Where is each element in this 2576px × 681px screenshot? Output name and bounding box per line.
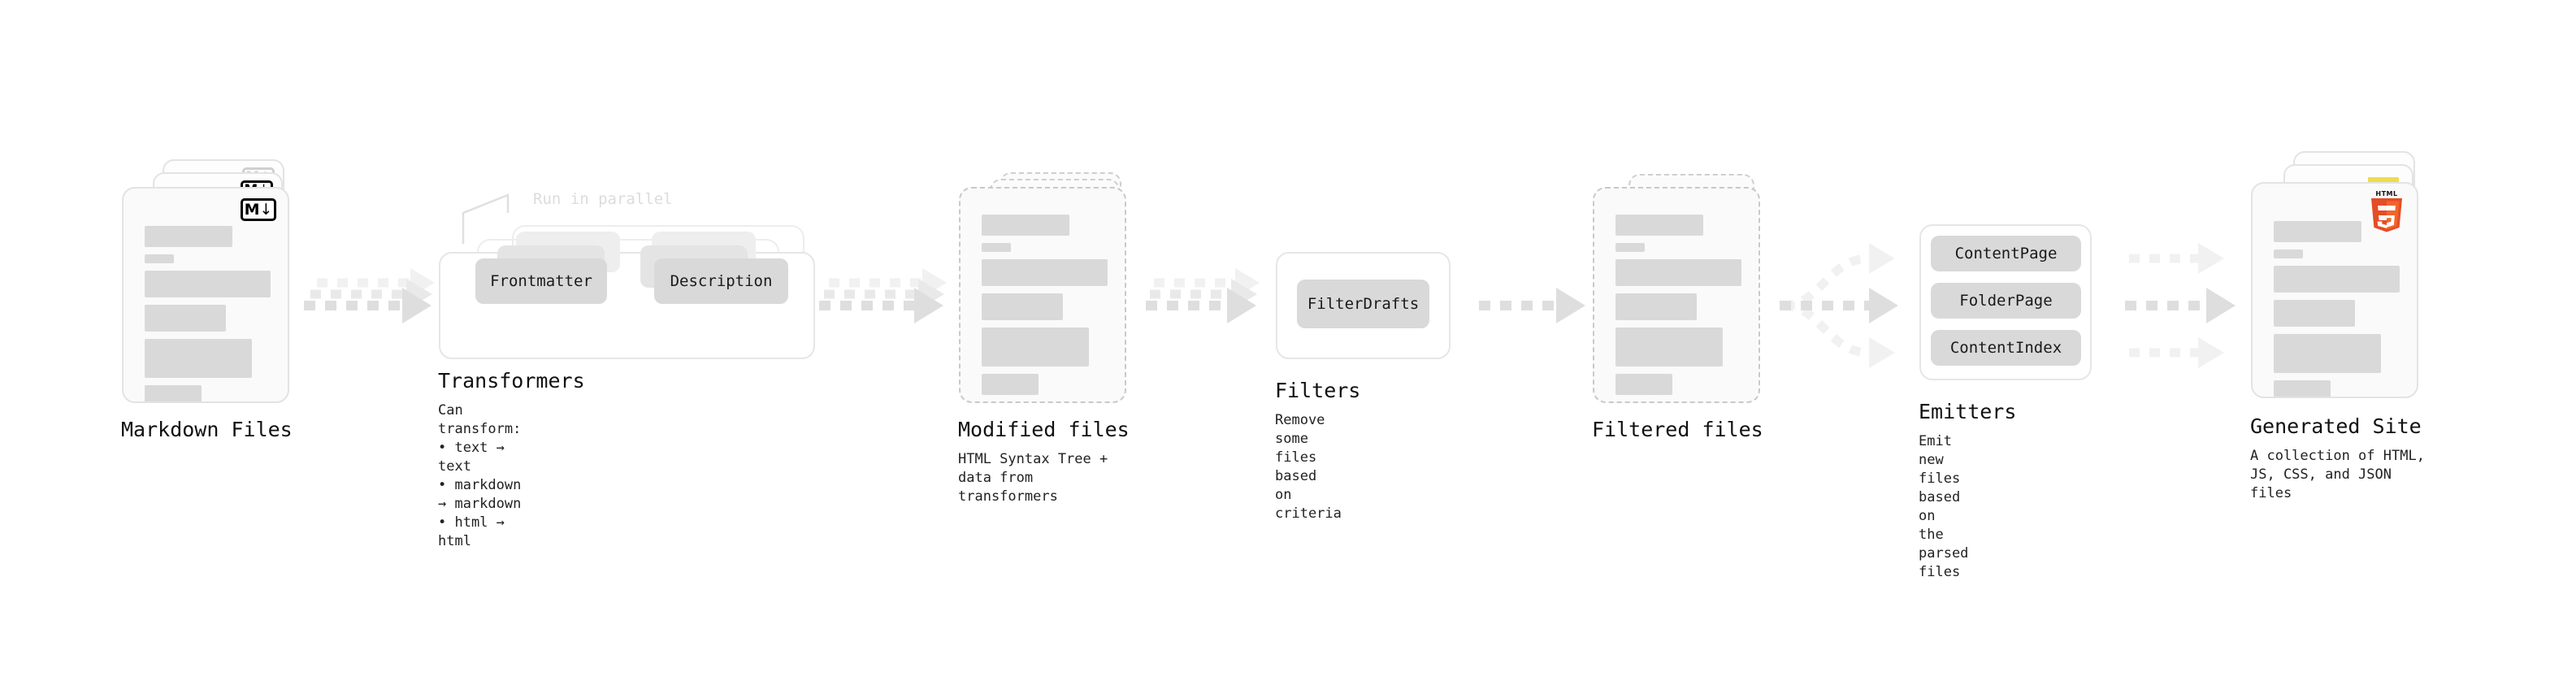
markdown-card-stack: M ↓ M ↓ M ↓ <box>122 159 293 403</box>
card-content-bars <box>145 226 271 401</box>
transformer-pill-description[interactable]: Description <box>654 258 788 304</box>
emitter-pill-contentindex[interactable]: ContentIndex <box>1931 330 2081 366</box>
stage-generated-site: CSS HTML <box>2250 151 2426 501</box>
markdown-card: M ↓ <box>122 187 289 403</box>
stage-subtitle: Can transform: • text → text • markdown … <box>438 402 522 549</box>
stage-title: Transformers <box>438 369 585 393</box>
card-content-bars <box>1615 215 1741 401</box>
connector-emitters-to-site <box>2125 243 2236 368</box>
stage-markdown-files: M ↓ M ↓ M ↓ <box>121 159 293 441</box>
site-card: HTML <box>2251 182 2418 398</box>
stage-title: Emitters <box>1919 400 2017 423</box>
card-content-bars <box>982 215 1108 401</box>
stage-title: Markdown Files <box>121 418 293 441</box>
modified-card-stack <box>959 159 1130 403</box>
stage-modified-files: Modified files HTML Syntax Tree + data f… <box>958 159 1130 505</box>
stage-title: Generated Site <box>2250 414 2422 438</box>
card-content-bars <box>2274 221 2400 397</box>
stage-subtitle: A collection of HTML, JS, CSS, and JSON … <box>2250 448 2425 501</box>
emitter-pill-contentpage[interactable]: ContentPage <box>1931 236 2081 271</box>
modified-card <box>959 187 1126 403</box>
connector-filters-to-filtered <box>1479 288 1585 323</box>
stage-subtitle: HTML Syntax Tree + data from transformer… <box>958 451 1108 505</box>
stage-subtitle: Remove some files based on criteria <box>1275 412 1342 522</box>
connector-md-to-transformers <box>304 268 435 323</box>
filtered-card-stack <box>1593 174 1763 410</box>
emitter-pill-folderpage[interactable]: FolderPage <box>1931 283 2081 319</box>
stage-title: Modified files <box>958 418 1130 441</box>
connector-modified-to-filters <box>1146 268 1260 323</box>
run-in-parallel-label: Run in parallel <box>533 190 673 208</box>
stage-title: Filtered files <box>1592 418 1763 441</box>
connector-transformers-to-modified <box>819 268 947 323</box>
connector-filtered-to-emitters <box>1780 243 1898 368</box>
stage-filtered-files: Filtered files <box>1592 174 1763 441</box>
filtered-card <box>1593 187 1760 403</box>
run-in-parallel-bracket <box>462 193 510 244</box>
html5-icon: HTML <box>2368 190 2405 232</box>
stage-subtitle: Emit new files based on the parsed files <box>1919 433 1969 580</box>
transformer-pill-frontmatter[interactable]: Frontmatter <box>475 258 607 304</box>
filter-pill-filterdrafts[interactable]: FilterDrafts <box>1297 280 1429 328</box>
markdown-icon: M ↓ <box>241 198 276 221</box>
stage-title: Filters <box>1275 379 1361 402</box>
site-card-stack: CSS HTML <box>2251 151 2426 403</box>
